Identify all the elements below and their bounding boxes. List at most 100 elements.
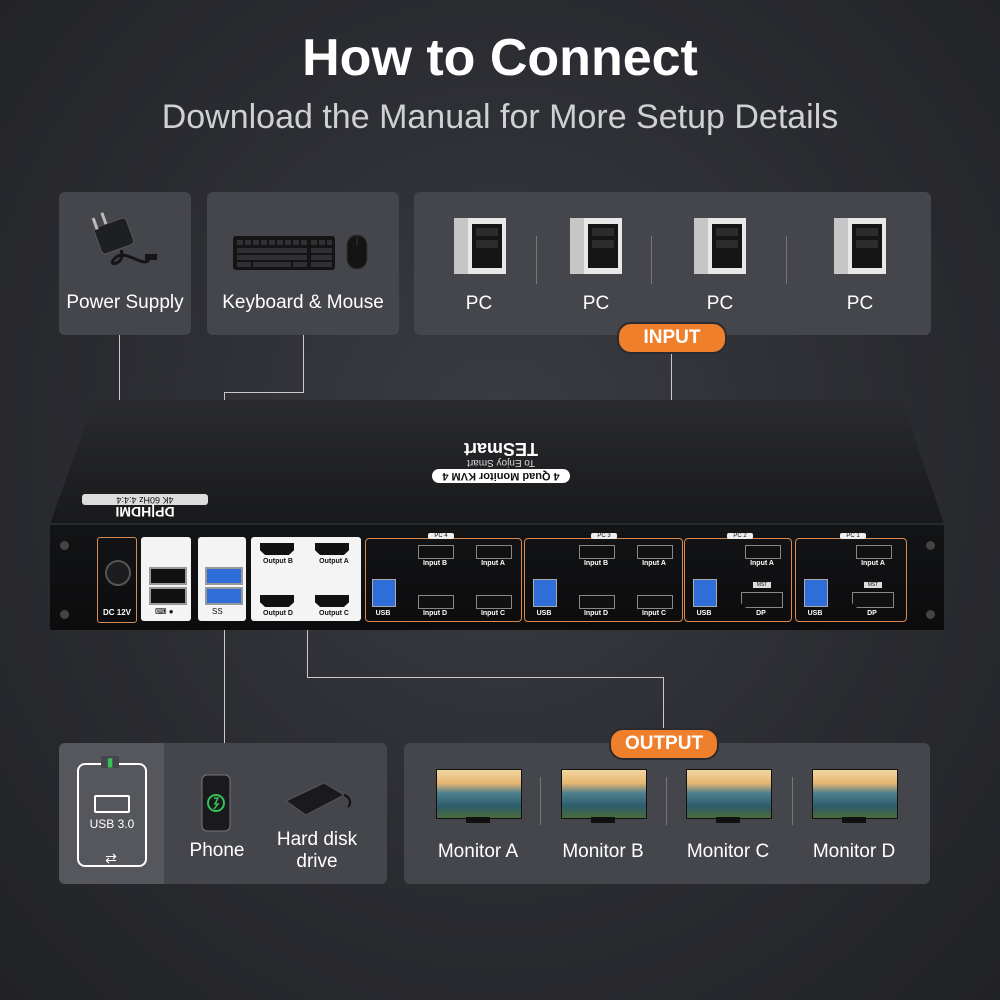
output-port-block: Output B Output A Output D Output C xyxy=(251,537,361,621)
pc2-mst-tag: MST xyxy=(753,582,771,588)
pc-tower-icon xyxy=(834,218,886,274)
hdmi-port-icon xyxy=(418,595,454,609)
monitor-stand xyxy=(466,817,490,823)
keyboard-mouse-glyph-icon: ⌨ ● xyxy=(155,607,174,616)
hdmi-port-icon xyxy=(637,545,673,559)
pc-label-3: PC xyxy=(706,293,734,314)
usb3-port-block: SS xyxy=(198,537,246,621)
pc4-input-b-label: Input B xyxy=(422,560,448,567)
output-tag: OUTPUT xyxy=(609,728,719,760)
phone-icon xyxy=(201,774,231,832)
screw-icon xyxy=(60,610,69,619)
monitor-stand xyxy=(591,817,615,823)
pc-separator xyxy=(651,236,652,284)
pc-tower-icon xyxy=(570,218,622,274)
displayport-icon xyxy=(852,592,894,608)
monitor-d-label: Monitor D xyxy=(812,841,896,862)
pc3-tag: PC 3 xyxy=(591,533,617,539)
pc1-dp-label: DP xyxy=(867,610,877,617)
usb-km-port-block: ⌨ ● xyxy=(141,537,191,621)
hdmi-port-icon xyxy=(476,545,512,559)
monitor-a-label: Monitor A xyxy=(437,841,519,862)
usb-port-icon xyxy=(94,795,130,813)
pc3-usb-label: USB xyxy=(536,610,552,617)
pc2-dp-label: DP xyxy=(756,610,766,617)
device-brand-text: TESmart xyxy=(463,439,539,459)
keyboard-connector-line-h xyxy=(224,392,304,393)
hdmi-port-icon xyxy=(579,545,615,559)
pc1-mst-tag: MST xyxy=(864,582,882,588)
hdmi-port-icon xyxy=(260,543,294,555)
page-title: How to Connect xyxy=(302,29,698,87)
hdmi-port-icon xyxy=(579,595,615,609)
pc2-tag: PC 2 xyxy=(727,533,753,539)
battery-charging-icon: ▮ xyxy=(101,756,119,768)
usb-b-port-icon xyxy=(533,579,557,607)
output-d-label: Output D xyxy=(263,610,293,617)
mouse-icon xyxy=(346,234,368,270)
pc4-input-a-label: Input A xyxy=(481,560,505,567)
pc3-port-block: PC 3 Input B Input A USB Input D Input C xyxy=(524,533,683,622)
pc-label-4: PC xyxy=(846,293,874,314)
monitor-stand xyxy=(716,817,740,823)
pc4-input-d-label: Input D xyxy=(422,610,448,617)
device-spec-label: DP|HDMI 4K 60Hz 4:4:4 xyxy=(82,494,208,520)
hdmi-port-icon xyxy=(856,545,892,559)
pc-tower-icon xyxy=(694,218,746,274)
monitor-icon xyxy=(686,769,772,823)
pcs-card: PC PC PC PC xyxy=(414,192,931,335)
monitor-icon xyxy=(436,769,522,823)
usb-peripherals-card: ▮ USB 3.0 ⇄ Phone Hard disk drive xyxy=(59,743,387,884)
usb-b-port-icon xyxy=(804,579,828,607)
input-tag: INPUT xyxy=(617,322,727,354)
hdmi-port-icon xyxy=(418,545,454,559)
pc1-input-a-label: Input A xyxy=(861,560,885,567)
ss-label: SS xyxy=(212,607,223,616)
pc-separator xyxy=(786,236,787,284)
output-c-label: Output C xyxy=(319,610,349,617)
pc4-port-block: PC 4 Input B Input A USB Input D Input C xyxy=(365,533,522,622)
screw-icon xyxy=(926,541,935,550)
monitor-separator xyxy=(540,777,541,825)
pc1-port-block: PC 1 Input A USB MST DP xyxy=(795,533,907,622)
screw-icon xyxy=(926,610,935,619)
output-b-label: Output B xyxy=(263,558,293,565)
monitor-separator xyxy=(792,777,793,825)
usb-b-port-icon xyxy=(372,579,396,607)
keyboard-icon xyxy=(233,236,335,270)
sync-arrows-icon: ⇄ xyxy=(97,851,125,865)
monitor-c-label: Monitor C xyxy=(686,841,770,862)
usb-a-port-icon xyxy=(149,567,187,585)
pc2-input-a-label: Input A xyxy=(750,560,774,567)
dc-label: DC 12V xyxy=(102,608,131,617)
hard-disk-label: Hard disk drive xyxy=(276,829,358,872)
pc2-usb-label: USB xyxy=(696,610,712,617)
hdmi-port-icon xyxy=(260,595,294,607)
hdmi-port-icon xyxy=(745,545,781,559)
page-subtitle: Download the Manual for More Setup Detai… xyxy=(161,98,839,136)
device-brand-label: 4 Quad Monitor KVM 4 To Enjoy Smart TESm… xyxy=(398,439,604,486)
pc-label-2: PC xyxy=(582,293,610,314)
monitor-screen xyxy=(561,769,647,819)
monitors-card: Monitor A Monitor B Monitor C Monitor D xyxy=(404,743,930,884)
power-supply-card: Power Supply xyxy=(59,192,191,335)
pc3-input-c-label: Input C xyxy=(641,610,667,617)
usb-b-port-icon xyxy=(693,579,717,607)
displayport-icon xyxy=(741,592,783,608)
monitor-separator xyxy=(666,777,667,825)
screw-icon xyxy=(60,541,69,550)
power-adapter-icon xyxy=(91,212,157,266)
pc1-usb-label: USB xyxy=(807,610,823,617)
pc-tower-icon xyxy=(454,218,506,274)
hdmi-port-icon xyxy=(315,543,349,555)
pc3-input-d-label: Input D xyxy=(583,610,609,617)
device-spec2-text: 4K 60Hz 4:4:4 xyxy=(82,494,208,505)
pc-separator xyxy=(536,236,537,284)
output-connector-line-v1 xyxy=(307,620,308,677)
usb3-label: USB 3.0 xyxy=(89,817,135,831)
pc2-port-block: PC 2 Input A USB MST DP xyxy=(684,533,792,622)
phone-label: Phone xyxy=(189,840,245,861)
monitor-icon xyxy=(812,769,898,823)
output-connector-line-v2 xyxy=(663,677,664,732)
output-a-label: Output A xyxy=(319,558,349,565)
